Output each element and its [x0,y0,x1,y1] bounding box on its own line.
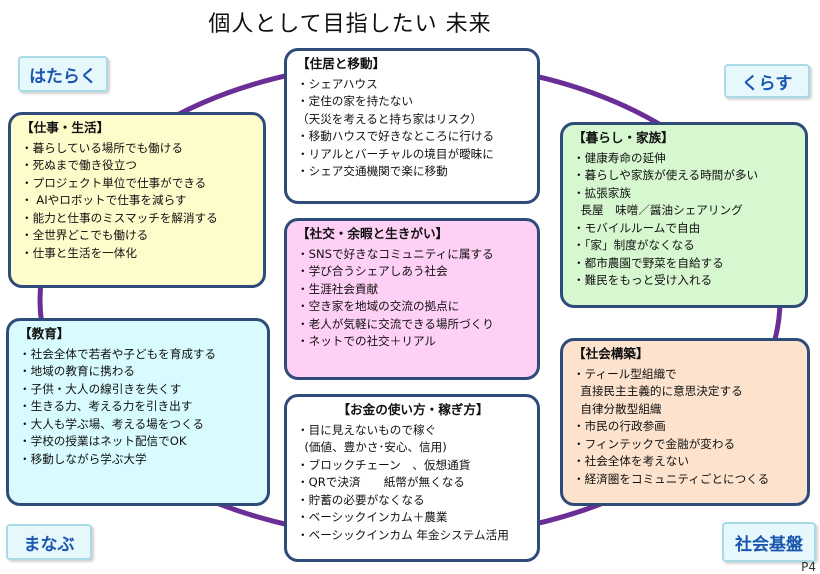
list-item: ・QRで決済 紙幣が無くなる [297,475,465,489]
list-item: 直接民主主義的に意思決定する [573,384,743,398]
section-society-heading: 【社会構築】 [573,346,649,361]
list-item: ・ベーシックインカム＋農業 [297,510,448,524]
list-item: ・空き家を地域の交流の拠点に [297,299,460,313]
page-number: P4 [801,560,816,574]
tag-life: くらす [724,64,810,98]
section-education: 【教育】 ・社会全体で若者や子どもを育成する ・地域の教育に携わる ・子供・大人… [6,318,270,506]
list-item: ・ベーシックインカム 年金システム活用 [297,527,509,542]
list-item: ・目に見えないもので稼ぐ [297,422,437,437]
list-item: ・ AIやロボットで仕事を減らす [21,193,187,207]
list-item: ・健康寿命の延伸 [573,150,666,165]
section-society: 【社会構築】 ・ティール型組織で 直接民主主義的に意思決定する 自律分散型組織 … [560,338,810,506]
list-item: ・ネットでの社交＋リアル [297,334,437,348]
list-item: ・死ぬまで働き役立つ [21,158,137,172]
section-social: 【社交・余暇と生きがい】 ・SNSで好きなコミュニティに属する ・学び合うシェア… [284,218,540,380]
list-item: ・移動ハウスで好きなところに行ける [297,129,495,143]
tag-learn: まなぶ [6,524,92,560]
list-item: ・拡張家族 [573,185,631,200]
tag-society: 社会基盤 [722,522,816,562]
list-item: ・全世界どこでも働ける [21,228,149,242]
section-family-heading: 【暮らし・家族】 [573,130,674,145]
list-item: ・ティール型組織で [573,366,677,381]
list-item: ・地域の教育に携わる [19,364,135,378]
list-item: (価値、豊かさ･安心、信用) [297,440,447,454]
page-title: 個人として目指したい 未来 [208,12,492,37]
section-housing-heading: 【住居と移動】 [297,56,386,71]
list-item: ・暮らしや家族が使える時間が多い [573,168,759,182]
list-item: 自律分散型組織 [573,401,662,416]
list-item: ・シェア交通機関で楽に移動 [297,164,448,178]
list-item: ・市民の行政参画 [573,419,666,433]
list-item: ・都市農園で野菜を自給する [573,255,724,270]
list-item: ・プロジェクト単位で仕事ができる [21,175,207,190]
list-item: （天災を考えると持ち家はリスク） [297,111,483,126]
list-item: ・子供・大人の線引きを失くす [19,381,182,396]
list-item: ・シェアハウス [297,76,378,91]
list-item: ・移動しながら学ぶ大学 [19,451,147,466]
list-item: ・大人も学ぶ場、考える場をつくる [19,416,204,431]
list-item: ・生涯社会貢献 [297,281,379,296]
section-money-heading: 【お金の使い方・稼ぎ方】 [337,402,489,417]
list-item: 長屋 味噌／醤油シェアリング [573,203,743,217]
list-item: ・難民をもっと受け入れる [573,273,713,287]
section-housing: 【住居と移動】 ・シェアハウス ・定住の家を持たない （天災を考えると持ち家はリ… [284,48,540,204]
list-item: ・社会全体を考えない [573,454,689,468]
list-item: ・暮らしている場所でも働ける [21,140,183,155]
list-item: ・生きる力、考える力を引き出す [19,399,193,413]
list-item: ・経済圏をコミュニティごとにつくる [573,471,770,486]
section-work-heading: 【仕事・生活】 [21,120,110,135]
list-item: ・学び合うシェアしあう社会 [297,264,448,278]
list-item: ・老人が気軽に交流できる場所づくり [297,316,494,331]
list-item: ・学校の授業はネット配信でOK [19,434,187,448]
list-item: ・ブロックチェーン 、仮想通貨 [297,457,471,472]
list-item: ・定住の家を持たない [297,94,413,108]
list-item: ・仕事と生活を一体化 [21,245,137,260]
list-item: ・貯蓄の必要がなくなる [297,492,425,507]
list-item: ・社会全体で若者や子どもを育成する [19,346,217,361]
list-item: ・リアルとバーチャルの境目が曖昧に [297,146,494,161]
list-item: ・SNSで好きなコミュニティに属する [297,246,494,261]
section-work: 【仕事・生活】 ・暮らしている場所でも働ける ・死ぬまで働き役立つ ・プロジェク… [8,112,266,288]
list-item: ・フィンテックで金融が変わる [573,436,736,451]
section-family: 【暮らし・家族】 ・健康寿命の延伸 ・暮らしや家族が使える時間が多い ・拡張家族… [560,122,808,308]
list-item: ・能力と仕事のミスマッチを解消する [21,210,218,225]
section-money: 【お金の使い方・稼ぎ方】 ・目に見えないもので稼ぐ (価値、豊かさ･安心、信用)… [284,394,540,562]
section-education-heading: 【教育】 [19,326,70,341]
list-item: ・「家」制度がなくなる [573,238,695,252]
list-item: ・モバイルルームで自由 [573,220,701,235]
tag-work: はたらく [18,56,108,92]
section-social-heading: 【社交・余暇と生きがい】 [297,226,449,241]
